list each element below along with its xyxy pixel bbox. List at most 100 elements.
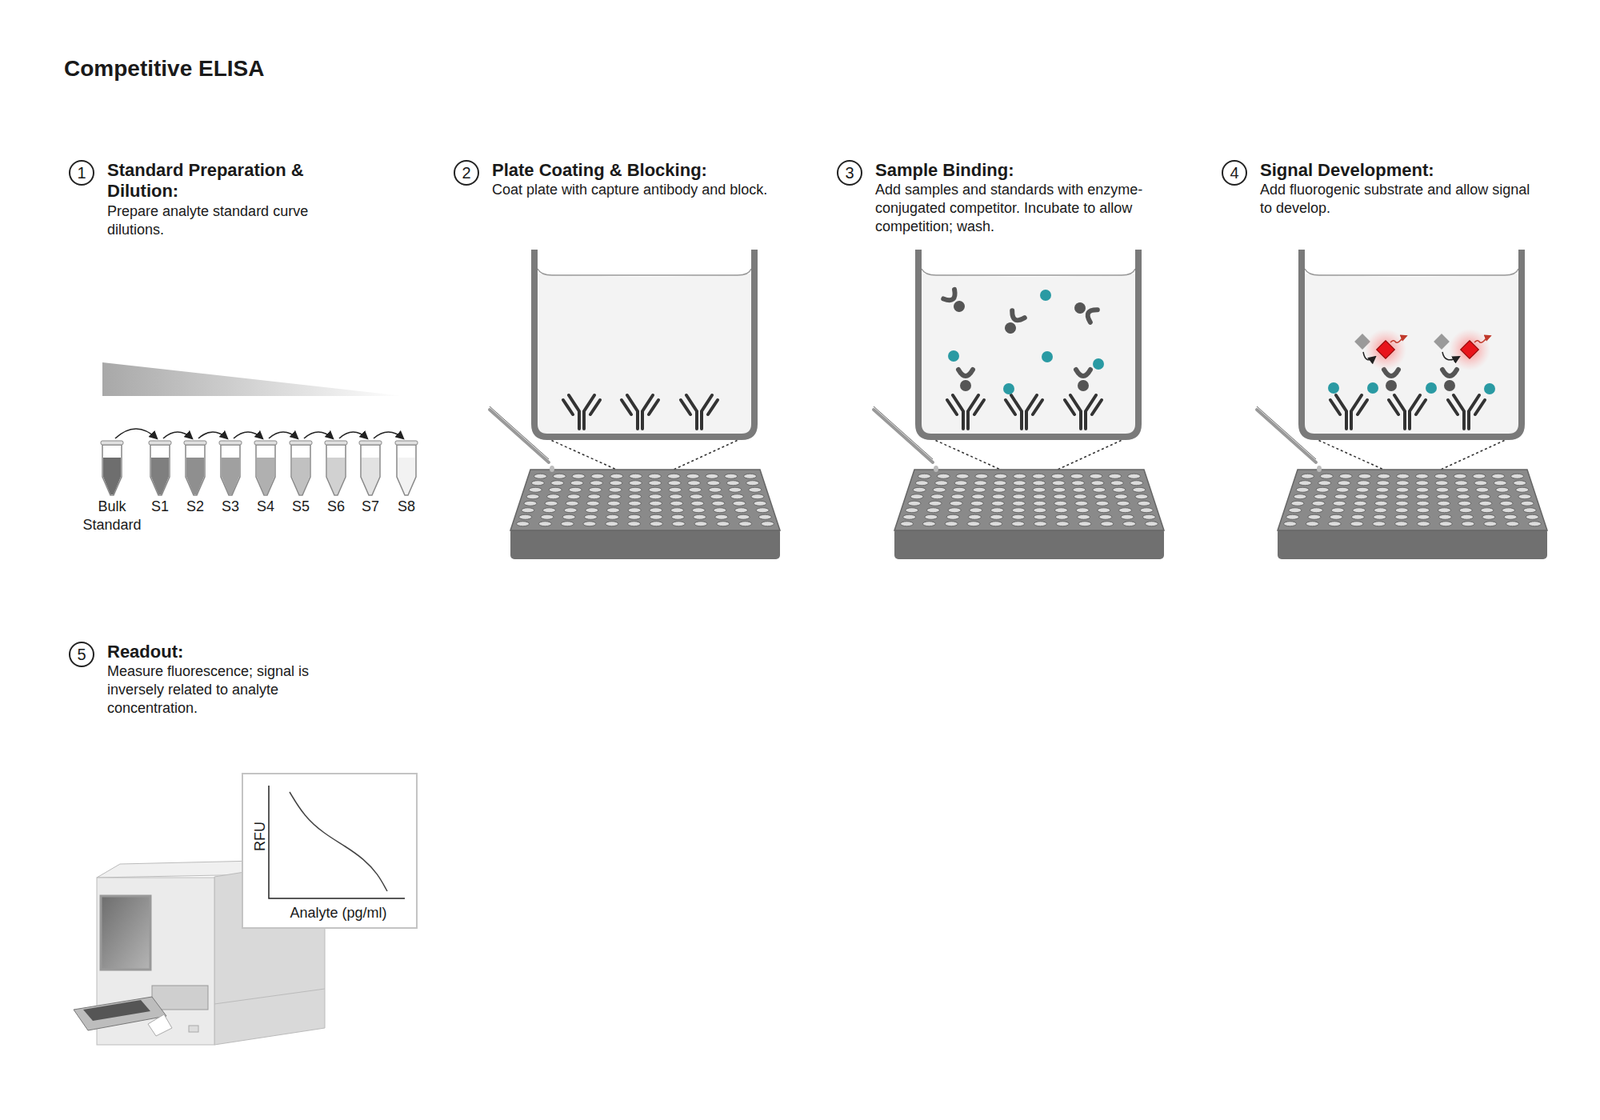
plate-well <box>1506 521 1520 527</box>
step-panel: 1Standard Preparation & Dilution:Prepare… <box>68 160 348 240</box>
plate-well <box>949 500 963 506</box>
plate-well <box>1119 508 1132 513</box>
enzyme <box>943 289 959 304</box>
plate-well <box>591 473 604 479</box>
competitor-dot <box>1385 380 1397 392</box>
plate-well <box>1329 514 1343 520</box>
plate-well <box>547 494 560 500</box>
plate-well <box>1351 514 1364 520</box>
plate-well <box>1497 494 1511 500</box>
stock-label: Bulk Standard <box>76 497 148 534</box>
plate-well <box>551 480 564 486</box>
plate-well <box>1482 514 1496 520</box>
plate-well <box>1528 521 1541 527</box>
plate-well <box>1504 514 1517 520</box>
chart-axes <box>268 785 405 899</box>
plate-well <box>564 508 577 513</box>
chart-box: RFUAnalyte (pg/ml) <box>241 772 418 929</box>
well-panel <box>873 249 1164 560</box>
plate-well <box>956 473 969 479</box>
plate-well <box>648 487 662 492</box>
tube-body <box>220 444 240 496</box>
plate-well <box>989 521 1003 527</box>
capture-antibody <box>1005 395 1043 429</box>
standard-label: S5 <box>284 497 317 516</box>
plate-well <box>1108 473 1122 479</box>
plate-well <box>560 521 574 527</box>
plate-well <box>735 508 748 513</box>
plate-well <box>931 494 944 500</box>
plate-well <box>1140 508 1153 513</box>
plate-well <box>1479 500 1492 506</box>
plate-well <box>991 500 1004 506</box>
microtube <box>219 440 242 496</box>
plate-well <box>1076 508 1089 513</box>
microtube <box>359 440 382 496</box>
plate-well <box>1099 514 1112 520</box>
step-panel: 3Sample Binding:Add samples and standard… <box>836 160 1156 236</box>
tube-liquid <box>256 457 275 495</box>
paper-slip <box>148 1014 172 1036</box>
tube-body <box>360 444 380 496</box>
plate-well <box>1460 514 1474 520</box>
plate-well <box>588 494 601 500</box>
plate-well <box>756 508 769 513</box>
transfer-arrow <box>339 432 368 439</box>
plate-well <box>628 514 641 520</box>
well-wall <box>534 249 755 437</box>
plate-base <box>894 528 1164 560</box>
plate-well <box>588 487 602 492</box>
step-heading: Standard Preparation & Dilution: <box>107 160 348 203</box>
plate-well <box>606 508 620 513</box>
plate-well <box>668 480 681 486</box>
standard-label: S7 <box>354 497 387 516</box>
step-description: Coat plate with capture antibody and blo… <box>492 180 768 200</box>
plate-well <box>1373 514 1387 520</box>
capture-antibody <box>1330 395 1368 429</box>
step-text: Plate Coating & Blocking:Coat plate with… <box>492 160 768 200</box>
plate-well <box>1052 480 1065 486</box>
plate-well <box>1334 494 1348 500</box>
tube-cap <box>395 440 418 445</box>
plate-well <box>649 514 663 520</box>
substrate <box>1433 333 1450 350</box>
analyte-dot <box>1425 382 1437 394</box>
standard-curve <box>289 792 388 892</box>
plate-well <box>903 514 916 520</box>
plate-well <box>1339 473 1352 479</box>
plate-well <box>606 514 620 520</box>
competitor-dot <box>1072 300 1088 316</box>
tube-body <box>396 444 416 496</box>
plate-well <box>1051 473 1064 479</box>
tube-liquid <box>327 457 345 495</box>
droplet <box>549 465 555 472</box>
well-fill <box>537 273 752 434</box>
plate-well <box>608 494 621 500</box>
plate-well <box>990 508 1004 513</box>
plate-well <box>926 508 940 513</box>
plate-well <box>572 473 585 479</box>
tube-liquid <box>292 457 310 495</box>
tube-body <box>102 444 122 496</box>
plate-well <box>669 494 683 500</box>
plate-well <box>1318 480 1332 486</box>
plate-well <box>1474 480 1488 486</box>
plate-well <box>648 480 662 486</box>
plate-well <box>710 494 724 500</box>
plate-well <box>570 480 584 486</box>
step-text: Readout:Measure fluorescence; signal is … <box>107 641 348 718</box>
plate-well <box>1523 508 1536 513</box>
enzyme <box>1384 369 1399 376</box>
plate-well <box>1437 500 1451 506</box>
plate-well <box>974 480 988 486</box>
transfer-arrow <box>233 432 263 439</box>
plate-well <box>1052 487 1066 492</box>
plate-well <box>1396 494 1409 500</box>
plate-well <box>584 514 597 520</box>
plate-well <box>648 473 661 479</box>
microtube <box>289 440 312 496</box>
plate-well <box>1291 500 1304 506</box>
plate-well <box>1286 514 1300 520</box>
analyte-dot <box>948 350 960 362</box>
